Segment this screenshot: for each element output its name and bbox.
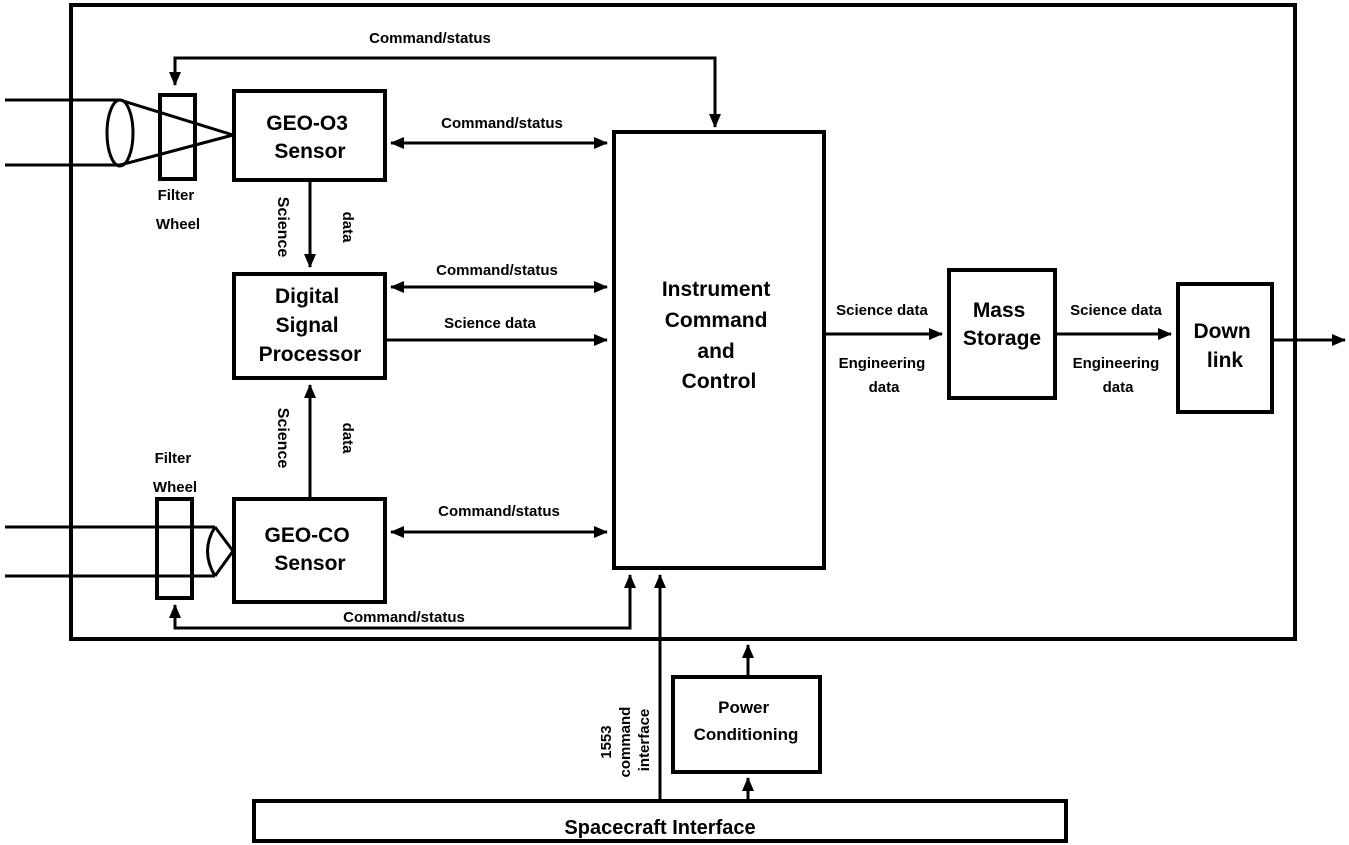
geo-co-sensor-label: GEO-CO Sensor [264,524,355,575]
science-data-dsp-label: Science data [444,315,536,332]
optics-bottom [5,497,235,600]
icc-label: Instrument Command and Control [662,278,776,393]
power-conditioning-block [671,675,822,774]
instrument-enclosure [69,3,1297,641]
icc-block [612,130,826,570]
science-data-co-label-2: data [339,423,356,455]
cmd-status-geo-o3-label: Command/status [441,115,563,132]
mass-storage-label: Mass Storage [963,299,1041,350]
cmd-status-dsp-label: Command/status [436,262,558,279]
icc-engineering-label: Engineering data [839,355,930,396]
power-conditioning-label: Power Conditioning [694,698,799,744]
downlink-label: Down link [1194,320,1257,372]
science-data-o3-label-1: Science [274,197,291,258]
downlink-block [1176,282,1274,414]
cmd-status-bottom-loop [169,574,636,630]
interface-1553-label: 1553 command interface [598,702,653,777]
cmd-status-top-loop-label: Command/status [369,30,491,47]
spacecraft-interface-block [252,799,1068,843]
filter-wheel-bottom-label: Filter Wheel [153,450,197,496]
cmd-status-geo-co-label: Command/status [438,503,560,520]
geo-o3-sensor-block [232,89,387,182]
ms-engineering-label: Engineering data [1073,355,1164,396]
filter-wheel-bottom [155,497,194,600]
dsp-label: Digital Signal Processor [259,285,362,366]
science-data-o3-label: Science [0,0,30,4]
filter-wheel-top [158,93,197,181]
dsp-block [232,272,387,380]
ms-science-data-label: Science data [1070,302,1162,319]
science-data-o3-label-2: data [339,212,356,244]
cmd-status-top-loop [169,56,721,128]
spacecraft-interface-label: Spacecraft Interface [564,817,755,839]
mass-storage-block [947,268,1057,400]
science-data-co-label-1: Science [274,408,291,469]
optics-top [5,93,234,181]
geo-co-sensor-block [232,497,387,604]
filter-wheel-top-label: Filter Wheel [156,187,200,233]
lens-top-icon [105,98,135,168]
icc-science-data-label: Science data [836,302,928,319]
cmd-status-bottom-loop-label: Command/status [343,609,465,626]
